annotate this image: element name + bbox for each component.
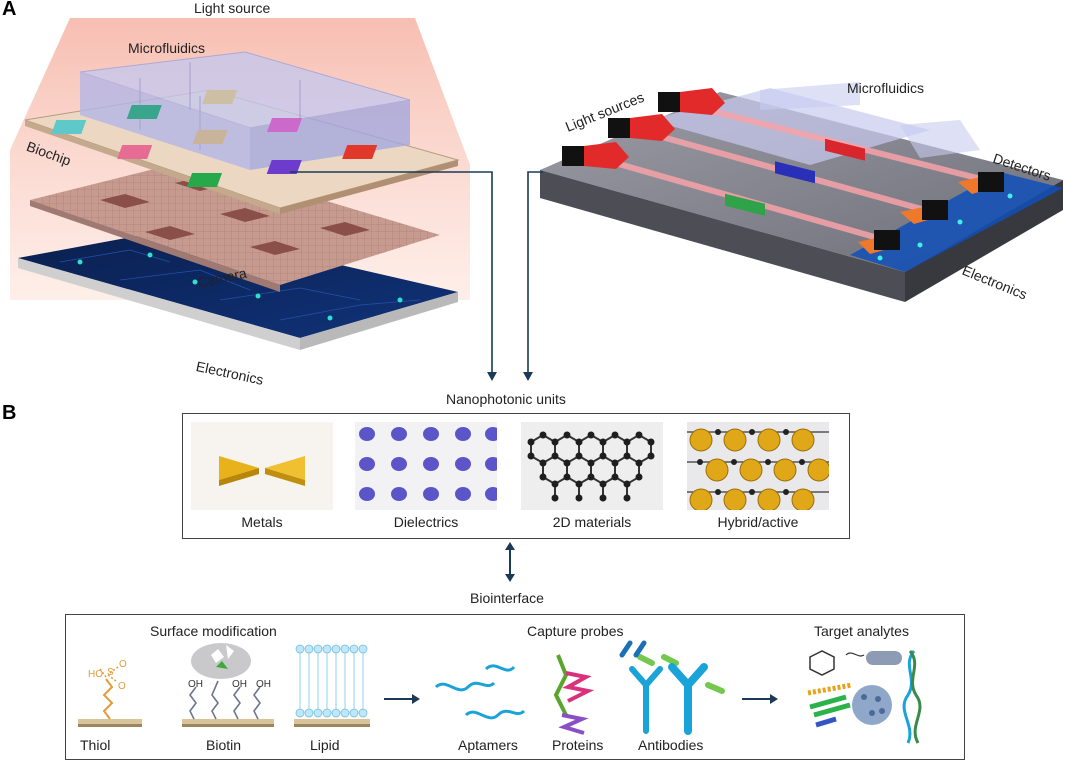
caption-metals: Metals bbox=[241, 514, 283, 530]
svg-text:OH: OH bbox=[256, 679, 271, 690]
tile-hybrid-active bbox=[687, 422, 829, 510]
label-thiol: Thiol bbox=[80, 737, 111, 753]
left-electronics-layer bbox=[18, 228, 458, 350]
right-light-source-2 bbox=[608, 114, 675, 141]
caption-2d-materials: 2D materials bbox=[552, 514, 632, 530]
tile-metals bbox=[191, 422, 333, 510]
panel-label-a: A bbox=[2, 0, 17, 20]
panel-a-illustration bbox=[10, 18, 1063, 381]
nanophotonic-units-box: Metals Dielectrics bbox=[182, 413, 850, 539]
biointerface-box: Surface modification Capture probes Targ… bbox=[65, 614, 965, 760]
aptamer-strands-icon bbox=[434, 664, 526, 720]
group-capture-probes: Capture probes bbox=[527, 623, 624, 639]
biointerface-illustration: HO S O O OH OH OH bbox=[78, 640, 922, 744]
group-target-analytes: Target analytes bbox=[814, 623, 909, 639]
label-biotin: Biotin bbox=[206, 737, 242, 753]
target-analytes-icon bbox=[807, 650, 922, 744]
tile-2d-materials bbox=[521, 422, 663, 510]
svg-text:OH: OH bbox=[188, 679, 203, 690]
protein-structure-icon bbox=[553, 654, 595, 735]
svg-text:S: S bbox=[107, 667, 114, 678]
label-microfluidics-right: Microfluidics bbox=[847, 80, 925, 96]
svg-text:OH: OH bbox=[232, 679, 247, 690]
svg-text:O: O bbox=[119, 659, 127, 670]
biochip-sensor-arrays bbox=[51, 90, 378, 187]
connector-arrows bbox=[290, 171, 543, 372]
biointerface-title: Biointerface bbox=[470, 590, 544, 606]
label-lipid: Lipid bbox=[310, 737, 340, 753]
right-detectors bbox=[858, 172, 1004, 254]
nanophotonic-title: Nanophotonic units bbox=[446, 391, 566, 407]
biotin-molecule-icon: OH OH OH bbox=[182, 643, 274, 727]
right-light-source-3 bbox=[562, 142, 629, 169]
arrow-head-left bbox=[487, 372, 497, 381]
bowtie-antenna-icon bbox=[219, 456, 305, 486]
label-proteins: Proteins bbox=[552, 737, 604, 753]
dielectric-pillar-array-icon bbox=[359, 427, 497, 501]
panel-label-b: B bbox=[2, 402, 17, 424]
arrow-head-right bbox=[523, 372, 533, 381]
hybrid-nanoparticle-array-icon bbox=[687, 428, 829, 510]
svg-text:O: O bbox=[118, 681, 126, 692]
double-arrow-icon bbox=[505, 542, 515, 582]
left-microfluidics-layer bbox=[79, 51, 411, 170]
right-integrated-chip bbox=[540, 82, 1063, 302]
label-light-source: Light source bbox=[194, 0, 271, 16]
right-light-source-1 bbox=[658, 88, 725, 115]
label-antibodies: Antibodies bbox=[638, 737, 704, 753]
antibody-icon bbox=[619, 640, 725, 735]
caption-dielectrics: Dielectrics bbox=[393, 514, 459, 530]
tile-dielectrics bbox=[355, 422, 497, 510]
label-microfluidics-left: Microfluidics bbox=[128, 40, 206, 56]
label-aptamers: Aptamers bbox=[458, 737, 518, 753]
caption-hybrid-active: Hybrid/active bbox=[717, 514, 799, 530]
lipid-bilayer-icon bbox=[294, 644, 370, 727]
graphene-lattice-icon bbox=[527, 431, 655, 502]
thiol-molecule-icon: HO S O O bbox=[78, 659, 142, 727]
group-surface-modification: Surface modification bbox=[150, 623, 277, 639]
svg-text:HO: HO bbox=[88, 669, 103, 680]
